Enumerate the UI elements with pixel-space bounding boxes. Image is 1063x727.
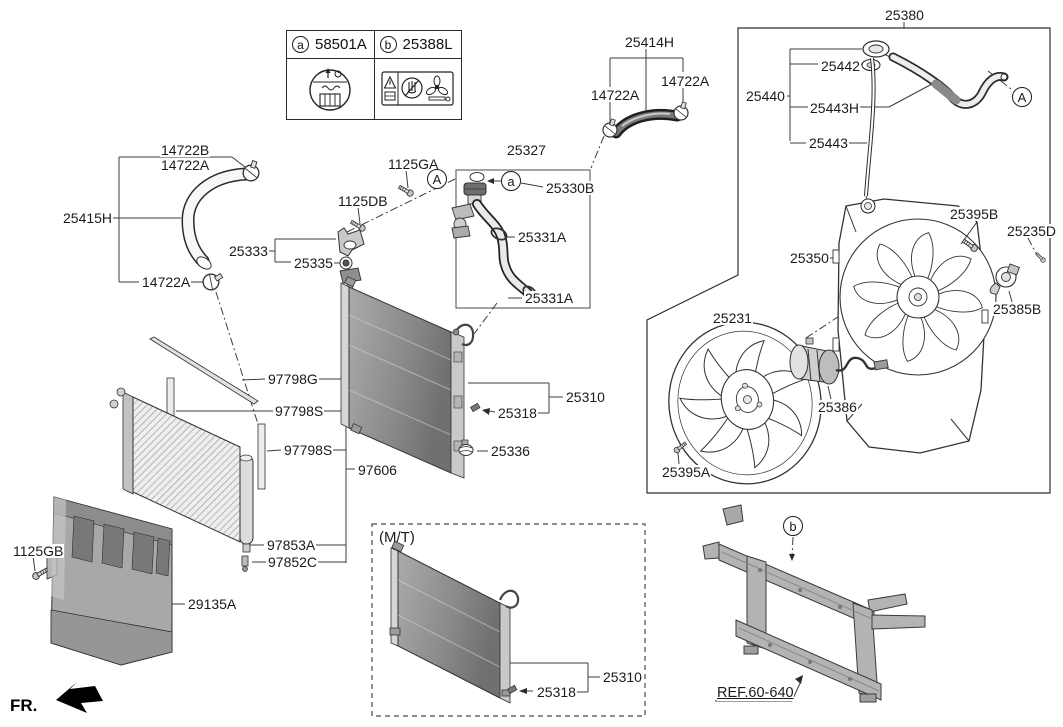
cooling-fan-blade	[668, 321, 822, 485]
part-label-97798s: 97798S	[283, 442, 334, 458]
motor-wire	[835, 356, 877, 372]
part-label-25318: 25318	[536, 684, 577, 700]
air-guard	[46, 496, 173, 666]
inlet-pipe-group-box	[455, 169, 591, 309]
part-label-97852c: 97852C	[267, 554, 319, 570]
mt-group-box	[371, 523, 646, 717]
radiator-mt-clip	[507, 684, 518, 695]
fan-caution-warning-icon	[375, 59, 462, 119]
coolant-cap-warning-icon	[287, 59, 374, 119]
side-seal-right	[257, 423, 266, 490]
part-label-1125ga: 1125GA	[387, 156, 440, 172]
part-label-25385b: 25385B	[992, 301, 1043, 317]
part-label-25336: 25336	[490, 443, 531, 459]
radiator-filler-neck	[453, 323, 475, 347]
drier-cap-valve	[241, 555, 249, 567]
condenser-core	[132, 396, 241, 543]
legend-code-a: 58501A	[315, 36, 367, 53]
group-boxes	[371, 27, 1051, 717]
view-callout-A: A	[1012, 87, 1032, 107]
part-label-25331a: 25331A	[524, 290, 575, 306]
fan-shroud	[832, 198, 997, 454]
thermo-valve	[989, 263, 1020, 295]
radiator-support-frame	[702, 504, 926, 703]
radiator-lower-hose	[181, 159, 260, 294]
part-label-25395a: 25395A	[661, 464, 712, 480]
part-label-25350: 25350	[789, 250, 830, 266]
seal-strip-top	[149, 336, 259, 405]
arrowheads	[482, 178, 803, 694]
part-label-25442: 25442	[820, 58, 861, 74]
radiator-main	[340, 276, 481, 479]
part-label-14722a: 14722A	[160, 157, 211, 173]
view-callout-b: b	[783, 516, 803, 536]
part-label-25443: 25443	[808, 135, 849, 151]
legend-code-b: 25388L	[402, 36, 453, 53]
pipe-clamp-upper	[490, 227, 508, 241]
part-label-25310: 25310	[565, 389, 606, 405]
part-label-25318: 25318	[497, 405, 538, 421]
legend-cell-a: a 58501A	[287, 31, 374, 119]
part-label-25440: 25440	[745, 88, 786, 104]
front-direction-label: FR.	[10, 696, 38, 715]
radiator-upper-hose	[602, 101, 689, 139]
legend-cell-b: b 25388L	[373, 31, 462, 119]
part-label-25331a: 25331A	[517, 229, 568, 245]
bolt-25235d	[1034, 251, 1047, 264]
front-direction-arrow-icon	[56, 682, 103, 713]
bolt-1125gb	[30, 566, 50, 582]
part-label-14722a: 14722A	[141, 274, 192, 290]
part-label-25443h: 25443H	[809, 100, 861, 116]
part-label-25310: 25310	[602, 669, 643, 685]
part-label-25380: 25380	[884, 7, 925, 23]
part-label-25235d: 25235D	[1006, 223, 1058, 239]
mt-variant-label: (M/T)	[379, 529, 415, 546]
part-label-14722b: 14722B	[160, 142, 211, 158]
part-label-14722a: 14722A	[660, 73, 711, 89]
receiver-drier	[239, 455, 254, 545]
reservoir-hose-assembly	[861, 40, 1009, 197]
part-label-25335: 25335	[293, 255, 334, 271]
part-label-25386: 25386	[817, 399, 858, 415]
view-callout-A: A	[427, 169, 447, 189]
part-label-97853a: 97853A	[266, 537, 317, 553]
part-label-25330b: 25330B	[545, 180, 596, 196]
radiator-clip	[470, 402, 481, 413]
bolt-1125ga	[397, 183, 415, 198]
callout-a-icon: a	[292, 36, 309, 53]
part-label-97798s: 97798S	[274, 403, 325, 419]
part-label-25327: 25327	[506, 142, 547, 158]
part-label-1125db: 1125DB	[337, 193, 389, 209]
part-label-25333: 25333	[228, 243, 269, 259]
coolant-inlet-pipe-assembly	[451, 172, 538, 301]
reservoir-fan-group-box	[646, 27, 1051, 494]
part-label-25415h: 25415H	[62, 210, 114, 226]
fan-motor	[789, 337, 889, 385]
condenser-assembly	[109, 336, 266, 572]
legend-box: a 58501A b	[286, 30, 462, 120]
filler-seal	[469, 172, 485, 182]
part-label-29135a: 29135A	[187, 596, 238, 612]
part-label-25231: 25231	[712, 310, 753, 326]
part-label-97606: 97606	[357, 462, 398, 478]
part-label-97798g: 97798G	[267, 371, 319, 387]
callout-b-icon: b	[379, 36, 397, 53]
part-label-25414h: 25414H	[624, 34, 676, 50]
part-label-14722a: 14722A	[590, 87, 641, 103]
part-label-25395b: 25395B	[949, 206, 1000, 222]
part-label-1125gb: 1125GB	[12, 543, 65, 559]
ref-60-640-link[interactable]: REF.60-640	[717, 685, 794, 701]
radiator-mt	[389, 540, 520, 704]
view-callout-a: a	[501, 171, 521, 191]
drain-plug	[458, 439, 474, 456]
